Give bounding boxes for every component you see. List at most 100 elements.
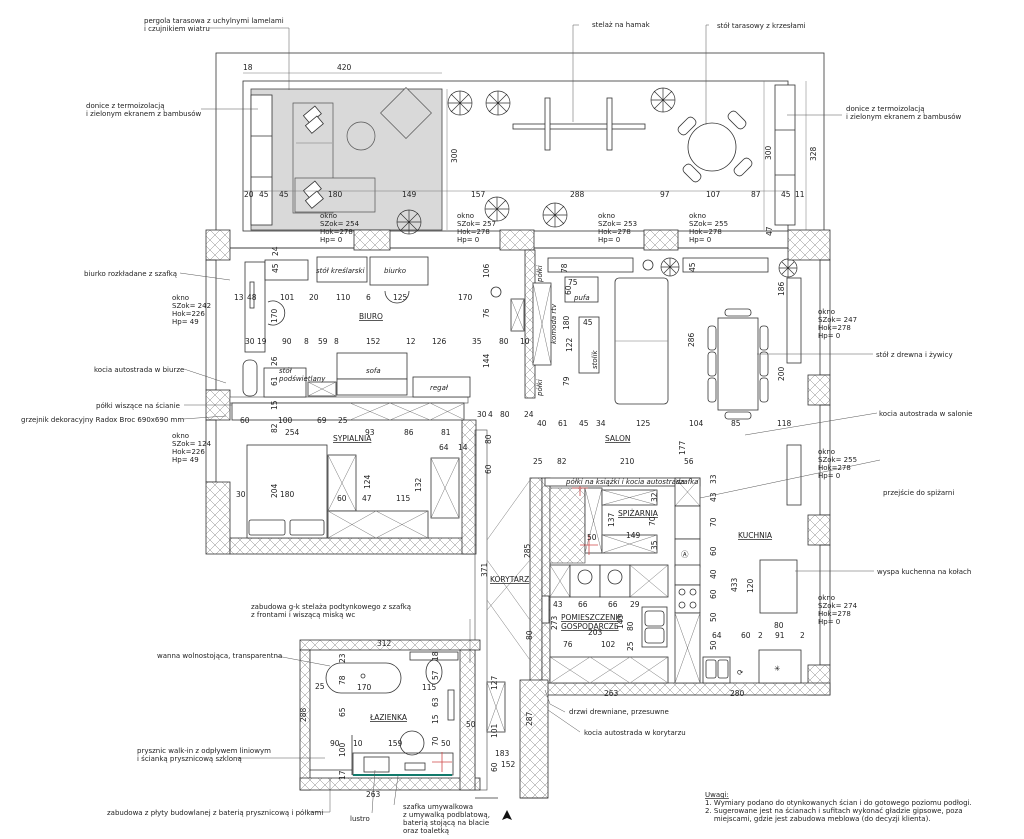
svg-text:125: 125 bbox=[393, 293, 408, 302]
svg-text:104: 104 bbox=[689, 419, 704, 428]
svg-text:159: 159 bbox=[388, 739, 403, 748]
svg-text:157: 157 bbox=[471, 190, 486, 199]
svg-text:8: 8 bbox=[334, 337, 339, 346]
svg-text:18: 18 bbox=[431, 651, 440, 661]
svg-text:Hok=226: Hok=226 bbox=[172, 310, 205, 318]
terrace-chair bbox=[733, 157, 753, 177]
annotation-vanity: szafka umywalkowa bbox=[403, 803, 473, 811]
window-label: okno SZok= 247 Hok=278 Hp= 0 bbox=[818, 308, 857, 340]
furniture-label: regał bbox=[430, 384, 449, 392]
terrace bbox=[215, 52, 825, 278]
annotation-radiator: grzejnik dekoracyjny Radox Broc 690x690 … bbox=[21, 416, 184, 424]
svg-text:127: 127 bbox=[490, 675, 499, 690]
svg-text:75: 75 bbox=[568, 278, 578, 287]
svg-text:180: 180 bbox=[328, 190, 343, 199]
svg-text:63: 63 bbox=[431, 697, 440, 707]
svg-text:✳: ✳ bbox=[774, 664, 780, 673]
svg-text:SZok= 274: SZok= 274 bbox=[818, 602, 858, 610]
svg-text:87: 87 bbox=[751, 190, 761, 199]
svg-text:100: 100 bbox=[278, 416, 293, 425]
svg-text:137: 137 bbox=[607, 512, 616, 527]
armchair bbox=[380, 87, 432, 139]
svg-text:78: 78 bbox=[560, 263, 569, 273]
svg-text:152: 152 bbox=[366, 337, 381, 346]
planter-left bbox=[250, 94, 273, 226]
notes-title: Uwagi: bbox=[705, 791, 729, 799]
svg-text:107: 107 bbox=[706, 190, 721, 199]
svg-text:80: 80 bbox=[525, 630, 534, 640]
svg-text:300: 300 bbox=[450, 148, 459, 163]
svg-text:170: 170 bbox=[357, 683, 372, 692]
svg-text:285: 285 bbox=[523, 543, 532, 558]
svg-text:Hok=278: Hok=278 bbox=[818, 324, 851, 332]
svg-text:93: 93 bbox=[365, 428, 375, 437]
svg-text:25: 25 bbox=[315, 682, 325, 691]
annotation-hanging-shelves: półki wiszące na ścianie bbox=[96, 402, 180, 410]
annotation-planters-right: i zielonym ekranem z bambusów bbox=[846, 113, 962, 121]
svg-text:2: 2 bbox=[758, 631, 763, 640]
room-label-kuchnia: KUCHNIA bbox=[738, 531, 773, 540]
svg-text:okno: okno bbox=[320, 212, 337, 220]
svg-text:183: 183 bbox=[495, 749, 510, 758]
svg-text:Hp= 0: Hp= 0 bbox=[598, 236, 620, 244]
svg-text:Hp= 0: Hp= 0 bbox=[457, 236, 479, 244]
svg-text:76: 76 bbox=[482, 308, 491, 318]
furniture-label: stół kreślarski bbox=[316, 267, 365, 275]
svg-text:69: 69 bbox=[317, 416, 327, 425]
svg-text:180: 180 bbox=[562, 315, 571, 330]
svg-text:115: 115 bbox=[396, 494, 411, 503]
svg-text:91: 91 bbox=[775, 631, 785, 640]
svg-text:Hok=226: Hok=226 bbox=[172, 448, 205, 456]
dimension-labels: 18 420 300 300 328 20 45 45 180 149 157 … bbox=[234, 63, 818, 799]
corridor bbox=[486, 479, 550, 733]
pouf bbox=[564, 276, 599, 303]
svg-text:30: 30 bbox=[236, 490, 246, 499]
window-label: okno SZok= 255 Hok=278 Hp= 0 bbox=[818, 448, 857, 480]
annotation-vanity: oraz toaletką bbox=[403, 827, 449, 835]
svg-text:8: 8 bbox=[304, 337, 309, 346]
notes-item: miejscami, gdzie jest zabudowa meblowa (… bbox=[705, 815, 931, 823]
svg-text:33: 33 bbox=[709, 474, 718, 484]
svg-text:SZok= 255: SZok= 255 bbox=[689, 220, 728, 228]
drafting-table bbox=[316, 256, 368, 283]
svg-text:170: 170 bbox=[458, 293, 473, 302]
annotation-terrace-table: stół tarasowy z krzesłami bbox=[717, 22, 806, 30]
svg-text:25: 25 bbox=[626, 641, 635, 651]
svg-text:24: 24 bbox=[271, 246, 280, 256]
oven bbox=[758, 649, 802, 684]
svg-text:45: 45 bbox=[781, 190, 791, 199]
svg-text:Hok=278: Hok=278 bbox=[818, 464, 851, 472]
furniture-label: komoda rtv bbox=[550, 303, 558, 344]
svg-text:SZok= 124: SZok= 124 bbox=[172, 440, 212, 448]
svg-text:45: 45 bbox=[579, 419, 589, 428]
svg-text:45: 45 bbox=[583, 318, 593, 327]
svg-text:25: 25 bbox=[533, 457, 543, 466]
lit-table bbox=[263, 367, 307, 398]
svg-text:101: 101 bbox=[490, 723, 499, 738]
annotation-dining-table: stół z drewna i żywicy bbox=[876, 351, 953, 359]
plant-icon bbox=[396, 87, 798, 278]
svg-text:Hp= 0: Hp= 0 bbox=[818, 332, 840, 340]
svg-text:210: 210 bbox=[620, 457, 635, 466]
svg-text:40: 40 bbox=[537, 419, 547, 428]
svg-text:48: 48 bbox=[247, 293, 257, 302]
svg-text:Hp= 0: Hp= 0 bbox=[689, 236, 711, 244]
terrace-chair bbox=[682, 163, 702, 183]
svg-text:82: 82 bbox=[557, 457, 567, 466]
svg-text:SZok= 247: SZok= 247 bbox=[818, 316, 857, 324]
room-label-lazienka: ŁAZIENKA bbox=[369, 713, 408, 722]
washing-machine-icon bbox=[577, 569, 593, 585]
svg-text:17: 17 bbox=[338, 770, 347, 780]
svg-text:okno: okno bbox=[818, 308, 835, 316]
svg-text:300: 300 bbox=[764, 145, 773, 160]
furniture-label: biurko bbox=[384, 267, 406, 275]
furniture-label: pufa bbox=[573, 294, 590, 302]
svg-text:Hp= 0: Hp= 0 bbox=[320, 236, 342, 244]
svg-text:61: 61 bbox=[558, 419, 568, 428]
svg-text:Hp= 49: Hp= 49 bbox=[172, 318, 199, 326]
svg-text:263: 263 bbox=[604, 689, 619, 698]
cat-highway-living bbox=[786, 277, 802, 364]
svg-text:60: 60 bbox=[709, 546, 718, 556]
svg-text:287: 287 bbox=[525, 711, 534, 726]
